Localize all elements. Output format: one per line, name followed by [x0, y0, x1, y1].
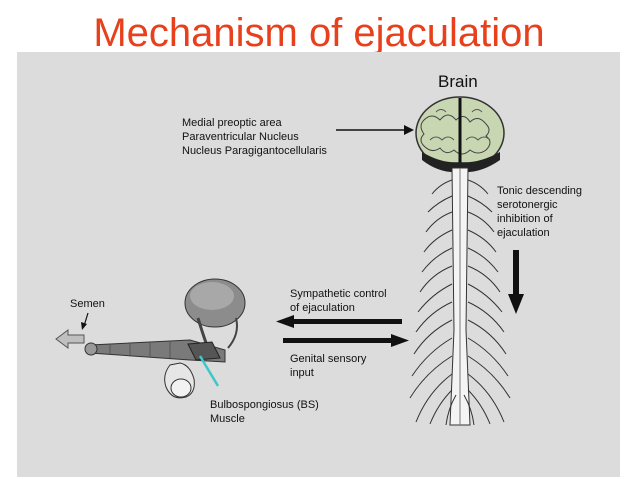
genital-line: input	[290, 367, 314, 379]
semen-exit-arrow	[55, 329, 85, 349]
bs-muscle-text: Bulbospongiosus (BS) Muscle	[210, 398, 319, 426]
genital-sensory-text: Genital sensory input	[290, 352, 366, 380]
brain-area-label: Nucleus Paragigantocellularis	[182, 145, 327, 157]
brain-label: Brain	[438, 72, 478, 91]
sympathetic-arrow	[276, 315, 402, 328]
semen-label: Semen	[70, 298, 105, 310]
diagram-panel	[17, 52, 620, 477]
genital-line: Genital sensory	[290, 353, 367, 365]
anatomy-illustration	[84, 278, 246, 399]
spinal-cord-illustration	[409, 167, 511, 426]
brain-areas-arrow	[336, 125, 414, 135]
tonic-line: ejaculation	[497, 227, 550, 239]
page-title: Mechanism of ejaculation	[93, 11, 545, 55]
tonic-line: inhibition of	[497, 213, 553, 225]
brain-illustration	[415, 96, 505, 173]
tonic-line: serotonergic	[497, 199, 558, 211]
semen-pointer	[81, 312, 89, 330]
brain-area-label: Medial preoptic area	[182, 117, 282, 129]
genital-sensory-arrow	[283, 334, 409, 347]
sympathetic-control-text: Sympathetic control of ejaculation	[290, 287, 387, 315]
tonic-inhibition-text: Tonic descending serotonergic inhibition…	[497, 184, 582, 240]
tonic-line: Tonic descending	[497, 185, 583, 197]
brain-areas-text: Medial preoptic area Paraventricular Nuc…	[182, 116, 327, 158]
tonic-descending-arrow	[508, 250, 524, 314]
sympathetic-line: Sympathetic control	[290, 288, 387, 300]
sympathetic-line: of ejaculation	[290, 302, 355, 314]
bs-muscle-line: Muscle	[210, 413, 245, 425]
brain-area-label: Paraventricular Nucleus	[182, 131, 299, 143]
bs-muscle-line: Bulbospongiosus (BS)	[210, 399, 319, 411]
